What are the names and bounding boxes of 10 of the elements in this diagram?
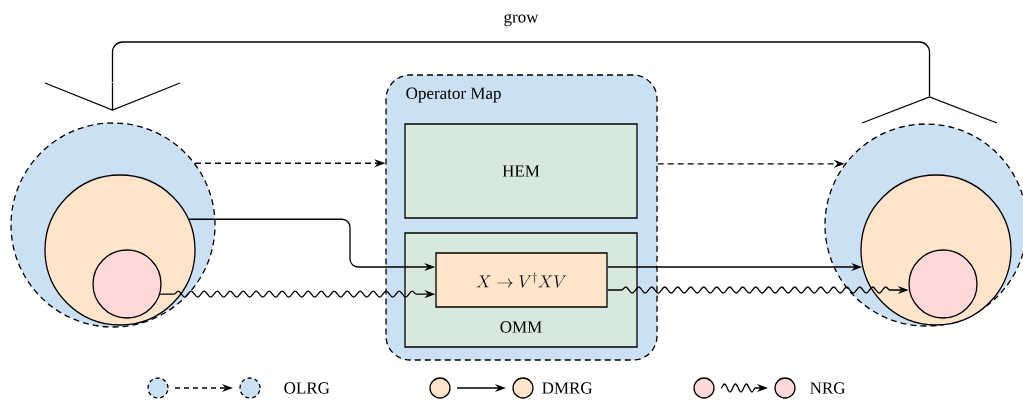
formula-box: $X \to V^{\dagger} X V$	[435, 252, 608, 308]
legend-label: OLRG	[284, 382, 330, 394]
legend-label: DMRG	[542, 382, 593, 394]
legend-label: NRG	[810, 382, 845, 394]
process-box: HEM	[404, 123, 638, 219]
small-circle	[92, 249, 162, 319]
small-circle	[908, 249, 978, 319]
wedge-drawing	[861, 96, 998, 124]
edge-label: grow	[501, 11, 541, 29]
wedge-drawing	[44, 82, 181, 111]
